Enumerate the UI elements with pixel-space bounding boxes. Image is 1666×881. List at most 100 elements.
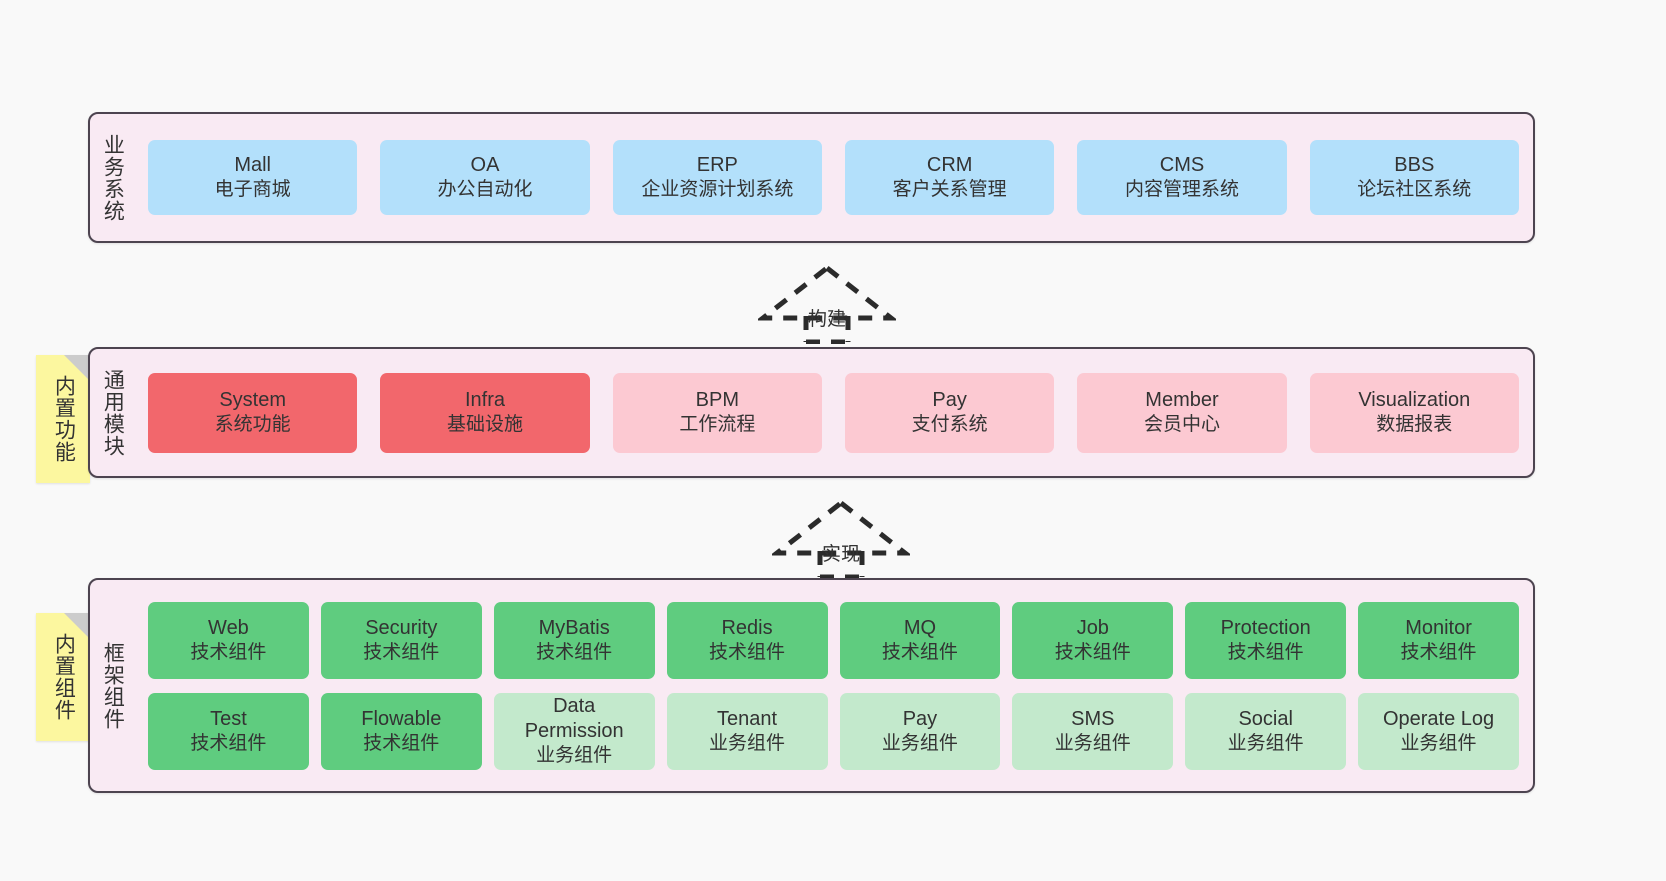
card-erp[interactable]: ERP 企业资源计划系统	[612, 140, 822, 215]
card-mybatis-name: MyBatis	[538, 616, 610, 639]
card-tenant-desc: 业务组件	[709, 732, 786, 754]
card-pay-component[interactable]: Pay 业务组件	[839, 692, 1001, 770]
card-social-name: Social	[1238, 707, 1293, 730]
card-protection-desc: 技术组件	[1227, 641, 1304, 663]
card-mybatis[interactable]: MyBatis 技术组件	[493, 601, 655, 679]
connector-build: 构建	[758, 262, 896, 344]
framework-tech-row: Web 技术组件 Security 技术组件 MyBatis 技术组件 Redi…	[148, 601, 1519, 679]
card-web-desc: 技术组件	[190, 641, 267, 663]
card-monitor-name: Monitor	[1405, 616, 1472, 639]
card-member-name: Member	[1145, 389, 1219, 412]
card-infra[interactable]: Infra 基础设施	[380, 372, 590, 453]
card-redis[interactable]: Redis 技术组件	[666, 601, 828, 679]
connector-implement: 实现	[772, 497, 910, 579]
layer-framework-components-body: Web 技术组件 Security 技术组件 MyBatis 技术组件 Redi…	[134, 580, 1533, 791]
card-system-name: System	[219, 389, 286, 412]
connector-implement-arrow	[772, 499, 910, 579]
card-mq[interactable]: MQ 技术组件	[839, 601, 1001, 679]
note-builtin-components: 内置组件	[36, 613, 90, 741]
card-pay-component-name: Pay	[902, 707, 938, 730]
card-security[interactable]: Security 技术组件	[320, 601, 482, 679]
card-pay-module-desc: 支付系统	[911, 414, 988, 436]
card-operate-log[interactable]: Operate Log 业务组件	[1358, 692, 1519, 770]
card-bpm-name: BPM	[695, 389, 739, 412]
card-sms[interactable]: SMS 业务组件	[1012, 692, 1174, 770]
card-redis-desc: 技术组件	[709, 641, 786, 663]
card-test-desc: 技术组件	[190, 732, 267, 754]
layer-framework-components: 框架组件 Web 技术组件 Security 技术组件 MyBatis 技术组件…	[88, 578, 1535, 793]
card-cms-name: CMS	[1159, 154, 1205, 177]
card-bbs-desc: 论坛社区系统	[1357, 179, 1472, 201]
connector-build-label: 构建	[807, 309, 846, 330]
card-operate-log-name: Operate Log	[1382, 707, 1495, 730]
card-social[interactable]: Social 业务组件	[1185, 692, 1347, 770]
card-mall-desc: 电子商城	[214, 179, 291, 201]
framework-business-row: Test 技术组件 Flowable 技术组件 Data Permission …	[148, 692, 1519, 770]
card-job[interactable]: Job 技术组件	[1012, 601, 1174, 679]
layer-business-system-title: 业务系统	[101, 133, 125, 222]
card-security-name: Security	[365, 616, 438, 639]
card-mq-name: MQ	[903, 616, 937, 639]
card-system-desc: 系统功能	[214, 414, 291, 436]
business-card-row: Mall 电子商城 OA 办公自动化 ERP 企业资源计划系统 CRM 客户关系…	[148, 140, 1519, 215]
card-member-desc: 会员中心	[1143, 414, 1220, 436]
connector-implement-label: 实现	[821, 544, 860, 565]
card-bpm[interactable]: BPM 工作流程	[612, 372, 822, 453]
note-fold-corner-icon	[64, 355, 90, 381]
card-infra-name: Infra	[464, 389, 505, 412]
layer-framework-components-title: 框架组件	[101, 641, 125, 730]
card-tenant-name: Tenant	[717, 707, 778, 730]
card-monitor[interactable]: Monitor 技术组件	[1358, 601, 1519, 679]
card-web[interactable]: Web 技术组件	[148, 601, 309, 679]
card-crm-name: CRM	[926, 154, 973, 177]
card-visualization-desc: 数据报表	[1376, 414, 1453, 436]
card-tenant[interactable]: Tenant 业务组件	[666, 692, 828, 770]
card-crm[interactable]: CRM 客户关系管理	[844, 140, 1055, 215]
card-sms-desc: 业务组件	[1054, 732, 1131, 754]
layer-common-modules-body: System 系统功能 Infra 基础设施 BPM 工作流程 Pay 支付系统…	[134, 349, 1533, 476]
card-pay-module[interactable]: Pay 支付系统	[844, 372, 1055, 453]
card-data-permission-name: Data Permission	[524, 695, 624, 743]
card-mall[interactable]: Mall 电子商城	[148, 140, 358, 215]
card-system[interactable]: System 系统功能	[148, 372, 358, 453]
card-monitor-desc: 技术组件	[1400, 641, 1477, 663]
card-bbs[interactable]: BBS 论坛社区系统	[1309, 140, 1519, 215]
card-redis-name: Redis	[721, 616, 773, 639]
card-infra-desc: 基础设施	[446, 414, 523, 436]
note-builtin-features: 内置功能	[36, 355, 90, 483]
card-oa-name: OA	[470, 154, 500, 177]
card-cms-desc: 内容管理系统	[1124, 179, 1239, 201]
common-card-row: System 系统功能 Infra 基础设施 BPM 工作流程 Pay 支付系统…	[148, 372, 1519, 453]
note-builtin-features-label: 内置功能	[52, 375, 76, 463]
card-security-desc: 技术组件	[363, 641, 440, 663]
card-flowable[interactable]: Flowable 技术组件	[320, 692, 482, 770]
card-cms[interactable]: CMS 内容管理系统	[1077, 140, 1287, 215]
card-member[interactable]: Member 会员中心	[1077, 372, 1287, 453]
card-job-name: Job	[1076, 616, 1109, 639]
card-flowable-name: Flowable	[361, 707, 442, 730]
card-operate-log-desc: 业务组件	[1400, 732, 1477, 754]
note-builtin-components-label: 内置组件	[52, 633, 76, 721]
card-data-permission[interactable]: Data Permission 业务组件	[493, 692, 655, 770]
card-visualization[interactable]: Visualization 数据报表	[1309, 372, 1519, 453]
card-data-permission-desc: 业务组件	[536, 745, 613, 767]
card-job-desc: 技术组件	[1054, 641, 1131, 663]
connector-build-arrow	[758, 264, 896, 344]
card-pay-module-name: Pay	[932, 389, 967, 412]
card-social-desc: 业务组件	[1227, 732, 1304, 754]
card-erp-name: ERP	[696, 154, 738, 177]
card-bpm-desc: 工作流程	[679, 414, 756, 436]
note-fold-corner-icon	[64, 613, 90, 639]
layer-common-modules: 通用模块 System 系统功能 Infra 基础设施 BPM 工作流程 Pay…	[88, 347, 1535, 478]
card-protection[interactable]: Protection 技术组件	[1185, 601, 1347, 679]
card-sms-name: SMS	[1071, 707, 1115, 730]
card-test[interactable]: Test 技术组件	[148, 692, 309, 770]
layer-business-system-body: Mall 电子商城 OA 办公自动化 ERP 企业资源计划系统 CRM 客户关系…	[134, 114, 1533, 241]
card-crm-desc: 客户关系管理	[892, 179, 1007, 201]
card-visualization-name: Visualization	[1358, 389, 1471, 412]
card-protection-name: Protection	[1220, 616, 1311, 639]
card-mall-name: Mall	[234, 154, 271, 177]
layer-business-system: 业务系统 Mall 电子商城 OA 办公自动化 ERP 企业资源计划系统 CRM…	[88, 112, 1535, 243]
card-oa[interactable]: OA 办公自动化	[380, 140, 590, 215]
